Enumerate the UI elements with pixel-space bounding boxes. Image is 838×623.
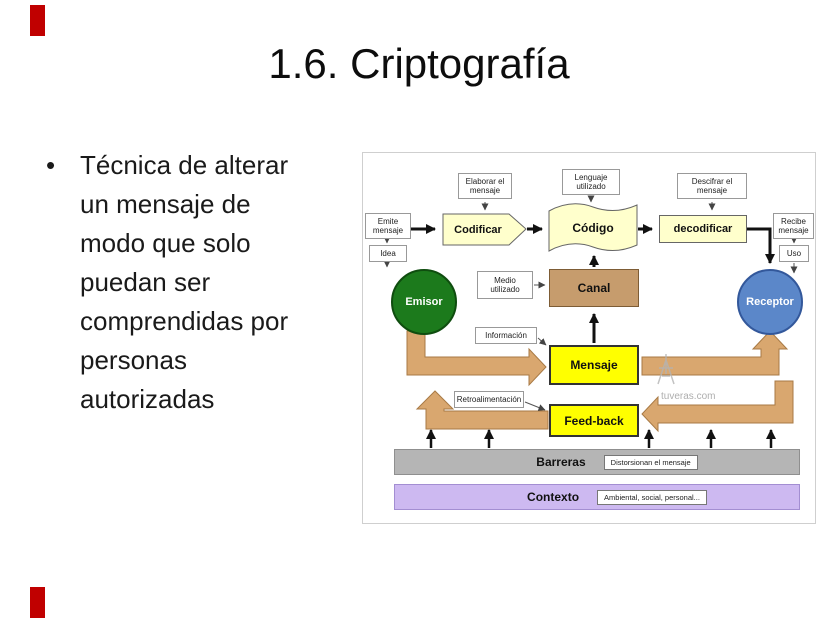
- connector-informacion-mensaje: [537, 337, 547, 346]
- callout-uso: Uso: [779, 245, 809, 262]
- callout-idea: Idea: [369, 245, 407, 262]
- arrow-mensaje-to-receptor: [641, 330, 789, 376]
- barreras-bar: Barreras Distorsionan el mensaje: [394, 449, 800, 475]
- codificar-shape: [442, 213, 527, 246]
- callout-emite-mensaje: Emite mensaje: [365, 213, 411, 239]
- callout-descifrar-mensaje: Descifrar el mensaje: [677, 173, 747, 199]
- callout-retroalimentacion: Retroalimentación: [454, 391, 524, 408]
- connector-retro-feedback: [524, 401, 546, 411]
- mensaje-node: Mensaje: [549, 345, 639, 385]
- callout-medio-utilizado: Medio utilizado: [477, 271, 533, 299]
- callout-informacion: Información: [475, 327, 537, 344]
- bullet-item: • Técnica de alterar un mensaje de modo …: [46, 146, 346, 419]
- callout-elaborar-mensaje: Elaborar el mensaje: [458, 173, 512, 199]
- communication-diagram: Elaborar el mensaje Lenguaje utilizado D…: [362, 152, 816, 524]
- watermark-text: tuveras.com: [661, 391, 716, 402]
- codigo-node: Código: [572, 221, 614, 235]
- arrow-feedback-to-emisor: [415, 390, 549, 430]
- decodificar-node: decodificar: [659, 215, 747, 243]
- arrow-emisor-to-mensaje: [406, 330, 547, 387]
- slide-title: 1.6. Criptografía: [268, 40, 570, 87]
- feedback-node: Feed-back: [549, 404, 639, 437]
- emisor-node: Emisor: [391, 269, 457, 335]
- canal-node: Canal: [549, 269, 639, 307]
- contexto-bar: Contexto Ambiental, social, personal...: [394, 484, 800, 510]
- codigo-document-shape: [548, 203, 638, 252]
- tuveras-logo-icon: [657, 354, 675, 385]
- slide-accent-top: [30, 5, 45, 36]
- barreras-label: Barreras: [536, 455, 586, 469]
- bullet-marker: •: [46, 150, 56, 180]
- barreras-note: Distorsionan el mensaje: [603, 454, 698, 470]
- arrow-receptor-to-feedback: [641, 380, 794, 433]
- diagram-arrows: [383, 195, 798, 448]
- contexto-note: Ambiental, social, personal...: [597, 489, 707, 505]
- slide-accent-bottom: [30, 587, 45, 618]
- watermark: tuveras.com: [653, 351, 773, 402]
- callout-recibe-mensaje: Recibe mensaje: [773, 213, 814, 239]
- arrow-decodificar-to-receptor: [747, 227, 775, 264]
- callout-lenguaje-utilizado: Lenguaje utilizado: [562, 169, 620, 195]
- receptor-node: Receptor: [737, 269, 803, 335]
- codificar-node: Codificar: [454, 223, 502, 236]
- contexto-label: Contexto: [527, 490, 580, 504]
- bullet-text: Técnica de alterar un mensaje de modo qu…: [80, 150, 289, 414]
